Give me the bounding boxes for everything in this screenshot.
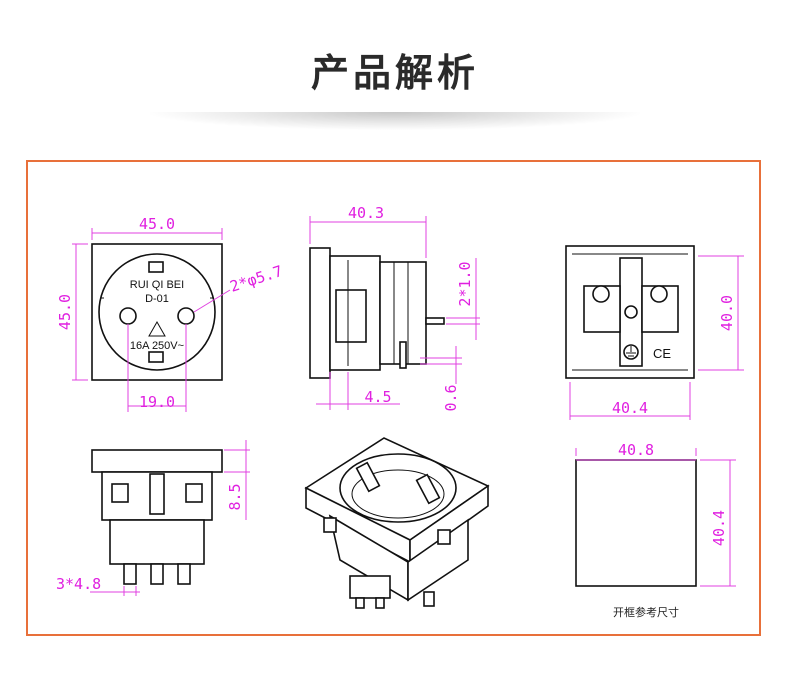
back-screw: [624, 305, 638, 319]
iso-contact-left: [355, 461, 381, 493]
dim-pin-thickness: 2*1.0: [456, 261, 474, 306]
dim-pin-spacing: 19.0: [139, 393, 175, 411]
front-rating-label: 16A 250V~: [130, 340, 184, 352]
side-view: 40.3 2*1.0 4.5 0.6: [309, 204, 480, 412]
bottom-terminal-center: [150, 563, 164, 585]
warning-triangle-icon: [148, 320, 166, 337]
dim-side-width: 40.3: [348, 204, 384, 222]
iso-socket-recess: [339, 453, 457, 523]
bottom-faceplate: [91, 449, 223, 473]
title-underline-shadow: [150, 112, 640, 130]
front-view: RUI QI BEI D-01 16A 250V~ 45.0 45.0 2*φ5…: [56, 215, 285, 412]
dim-pin-offset: 0.6: [442, 384, 460, 411]
front-model-label: D-01: [145, 293, 169, 305]
side-faceplate: [309, 247, 331, 379]
bottom-rear-block: [109, 519, 205, 565]
bottom-terminal-left: [123, 563, 137, 585]
front-top-clip: [148, 261, 164, 273]
dim-front-width: 45.0: [139, 215, 175, 233]
isometric-view: [304, 437, 490, 609]
dim-hole-diameter: 2*φ5.7: [228, 262, 285, 296]
ce-mark: CE: [653, 346, 671, 361]
dim-back-height: 40.0: [718, 295, 736, 331]
front-pin-hole-right: [177, 307, 195, 325]
dim-terminals: 3*4.8: [56, 575, 101, 593]
side-clip-block: [335, 289, 367, 343]
side-terminal: [399, 341, 407, 369]
page-title: 产品解析: [310, 51, 479, 95]
side-pin: [425, 317, 445, 325]
dim-cut-width: 40.8: [618, 441, 654, 459]
dim-back-width: 40.4: [612, 399, 648, 417]
front-brand-label: RUI QI BEI: [130, 279, 184, 291]
dim-bottom-height: 8.5: [226, 483, 244, 510]
cutout-rectangle: [575, 459, 697, 587]
dim-cut-height: 40.4: [710, 510, 728, 546]
diagram-frame: [26, 160, 761, 636]
dim-front-height: 45.0: [56, 294, 74, 330]
dim-clip: 4.5: [364, 388, 391, 406]
front-pin-hole-left: [119, 307, 137, 325]
back-view: CE 40.0 40.4: [565, 245, 744, 420]
cutout-view: 40.8 40.4: [575, 441, 736, 587]
front-bottom-clip: [148, 351, 164, 363]
iso-contact-right: [415, 473, 441, 505]
cutout-note: 开框参考尺寸: [613, 606, 679, 619]
iso-side-face: [409, 484, 489, 564]
iso-rear-block: [349, 575, 391, 599]
bottom-view: 8.5 3*4.8: [56, 440, 250, 596]
bottom-terminal-right: [177, 563, 191, 585]
